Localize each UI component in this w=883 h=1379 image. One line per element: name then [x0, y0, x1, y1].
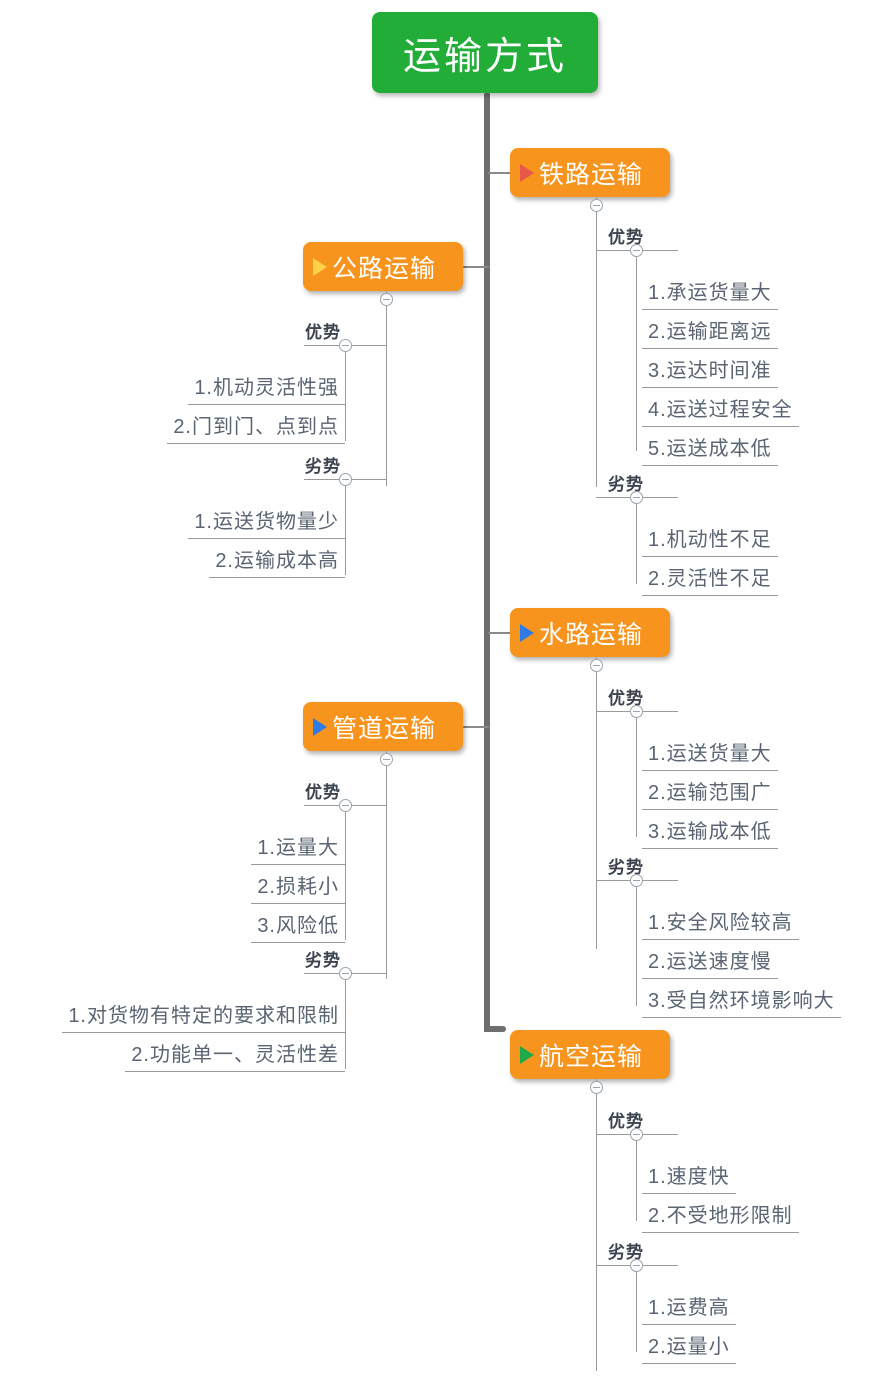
topic-label-air: 航空运输 — [539, 1042, 644, 1071]
branch-label-water-pros: 优势 — [608, 689, 644, 708]
spine-rail-pros — [636, 250, 637, 451]
triangle-icon — [520, 623, 534, 642]
leaf-item[interactable]: 2.运输成本高 — [209, 542, 345, 578]
topic-label-water: 水路运输 — [539, 620, 644, 649]
branch-label-road-pros: 优势 — [305, 323, 341, 342]
collapse-toggle-pipeline[interactable] — [380, 753, 393, 766]
leaf-item[interactable]: 5.运送成本低 — [642, 430, 778, 466]
leaf-item[interactable]: 1.承运货量大 — [642, 274, 778, 310]
collapse-toggle-air-pros[interactable] — [630, 1128, 643, 1141]
collapse-toggle-pipeline-cons[interactable] — [339, 967, 352, 980]
connector-root-road — [463, 266, 489, 268]
leaf-item[interactable]: 2.不受地形限制 — [642, 1197, 799, 1233]
collapse-toggle-air[interactable] — [590, 1081, 603, 1094]
topic-node-air[interactable]: 航空运输 — [510, 1030, 670, 1079]
leaf-item[interactable]: 2.损耗小 — [251, 868, 345, 904]
spine-pipeline — [386, 751, 387, 979]
leaf-item[interactable]: 1.速度快 — [642, 1158, 736, 1194]
leaf-item[interactable]: 1.运量大 — [251, 829, 345, 865]
triangle-icon — [313, 717, 327, 736]
branch-label-pipeline-cons: 劣势 — [305, 951, 341, 970]
leaf-item[interactable]: 3.运达时间准 — [642, 352, 778, 388]
collapse-toggle-road-cons[interactable] — [339, 473, 352, 486]
triangle-icon — [520, 163, 534, 182]
topic-node-water[interactable]: 水路运输 — [510, 608, 670, 657]
leaf-item[interactable]: 1.运费高 — [642, 1289, 736, 1325]
root-label: 运输方式 — [402, 36, 567, 78]
leaf-item[interactable]: 2.门到门、点到点 — [167, 408, 345, 444]
collapse-toggle-water-pros[interactable] — [630, 705, 643, 718]
branch-label-rail-cons: 劣势 — [608, 475, 644, 494]
spine-rail-cons — [636, 497, 637, 584]
spine-water-cons — [636, 880, 637, 1006]
leaf-item[interactable]: 3.运输成本低 — [642, 813, 778, 849]
leaf-item[interactable]: 3.受自然环境影响大 — [642, 982, 841, 1018]
spine-pipeline-cons — [345, 973, 346, 1069]
leaf-item[interactable]: 1.运送货量大 — [642, 735, 778, 771]
leaf-item[interactable]: 3.风险低 — [251, 907, 345, 943]
topic-node-rail[interactable]: 铁路运输 — [510, 148, 670, 197]
triangle-icon — [520, 1045, 534, 1064]
leaf-item[interactable]: 2.运输范围广 — [642, 774, 778, 810]
topic-node-pipeline[interactable]: 管道运输 — [303, 702, 463, 751]
root-node[interactable]: 运输方式 — [372, 12, 598, 93]
branch-label-pipeline-pros: 优势 — [305, 783, 341, 802]
leaf-item[interactable]: 1.对货物有特定的要求和限制 — [62, 997, 345, 1033]
trunk-line-cap-top — [485, 88, 487, 100]
collapse-toggle-water-cons[interactable] — [630, 874, 643, 887]
leaf-item[interactable]: 1.安全风险较高 — [642, 904, 799, 940]
spine-road-cons — [345, 479, 346, 575]
collapse-toggle-pipeline-pros[interactable] — [339, 799, 352, 812]
leaf-item[interactable]: 2.运送速度慢 — [642, 943, 778, 979]
trunk-elbow-air — [484, 1026, 506, 1032]
leaf-item[interactable]: 2.灵活性不足 — [642, 560, 778, 596]
topic-label-rail: 铁路运输 — [539, 160, 644, 189]
leaf-item[interactable]: 2.功能单一、灵活性差 — [125, 1036, 345, 1072]
connector-root-pipeline — [463, 726, 489, 728]
spine-water-pros — [636, 711, 637, 837]
spine-pipeline-pros — [345, 805, 346, 940]
connector-root-rail — [488, 172, 512, 174]
leaf-item[interactable]: 1.机动灵活性强 — [188, 369, 345, 405]
triangle-icon — [313, 257, 327, 276]
collapse-toggle-rail-cons[interactable] — [630, 491, 643, 504]
leaf-item[interactable]: 2.运输距离远 — [642, 313, 778, 349]
topic-node-road[interactable]: 公路运输 — [303, 242, 463, 291]
branch-label-road-cons: 劣势 — [305, 457, 341, 476]
leaf-item[interactable]: 4.运送过程安全 — [642, 391, 799, 427]
spine-air-cons — [636, 1265, 637, 1352]
leaf-item[interactable]: 2.运量小 — [642, 1328, 736, 1364]
collapse-toggle-road[interactable] — [380, 293, 393, 306]
spine-air-pros — [636, 1134, 637, 1221]
collapse-toggle-air-cons[interactable] — [630, 1259, 643, 1272]
collapse-toggle-water[interactable] — [590, 659, 603, 672]
collapse-toggle-rail[interactable] — [590, 199, 603, 212]
connector-root-water — [488, 632, 512, 634]
leaf-item[interactable]: 1.机动性不足 — [642, 521, 778, 557]
branch-label-water-cons: 劣势 — [608, 858, 644, 877]
spine-road — [386, 291, 387, 486]
spine-rail — [596, 197, 597, 487]
branch-label-air-cons: 劣势 — [608, 1243, 644, 1262]
spine-road-pros — [345, 345, 346, 441]
collapse-toggle-rail-pros[interactable] — [630, 244, 643, 257]
topic-label-pipeline: 管道运输 — [332, 714, 437, 743]
spine-air — [596, 1079, 597, 1371]
spine-water — [596, 657, 597, 949]
branch-label-rail-pros: 优势 — [608, 228, 644, 247]
topic-label-road: 公路运输 — [332, 254, 437, 283]
leaf-item[interactable]: 1.运送货物量少 — [188, 503, 345, 539]
branch-label-air-pros: 优势 — [608, 1112, 644, 1131]
collapse-toggle-road-pros[interactable] — [339, 339, 352, 352]
trunk-line — [484, 92, 490, 1032]
